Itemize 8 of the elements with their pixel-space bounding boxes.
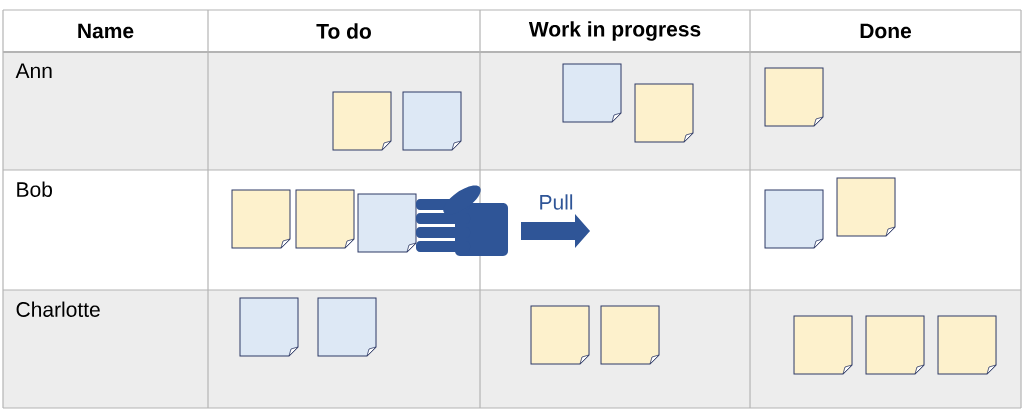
column-header: Done bbox=[860, 23, 912, 39]
arrow-label: Pull bbox=[540, 194, 573, 210]
row-name: Charlotte bbox=[16, 301, 100, 317]
row-name: Ann bbox=[15, 63, 52, 78]
column-header: To do bbox=[316, 23, 371, 39]
column-header: Name bbox=[78, 23, 134, 39]
row-name: Bob bbox=[17, 181, 52, 197]
column-header: Work in progress bbox=[528, 21, 701, 41]
